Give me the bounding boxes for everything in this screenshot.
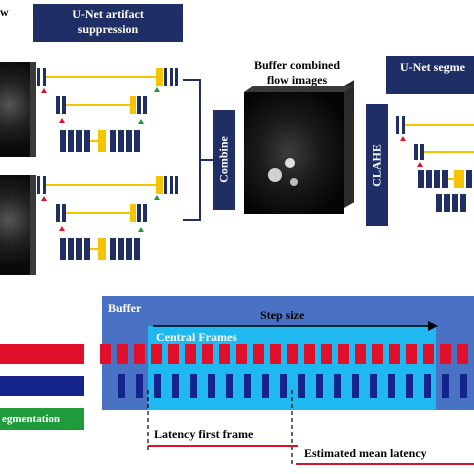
- blue-frame: [370, 374, 377, 398]
- blue-frame: [154, 374, 161, 398]
- combine-block: [213, 110, 235, 210]
- combined-flow-image: [244, 92, 344, 214]
- legend-blue-bar: [0, 376, 84, 396]
- blue-frame: [424, 374, 431, 398]
- legend-red-bar: [0, 344, 84, 364]
- red-frame: [185, 344, 196, 364]
- step-size-label: Step size: [260, 308, 305, 322]
- red-frame: [372, 344, 383, 364]
- red-frame: [219, 344, 230, 364]
- estimated-mean-latency-label: Estimated mean latency: [304, 446, 427, 460]
- blue-frame: [442, 374, 449, 398]
- vessel-highlight: [268, 168, 282, 182]
- blue-frame-row: [118, 374, 467, 398]
- blue-frame: [352, 374, 359, 398]
- unet-artifact-bottom: [37, 176, 178, 260]
- blue-frame: [280, 374, 287, 398]
- unet-artifact-top: [37, 68, 178, 152]
- red-frame: [338, 344, 349, 364]
- legend-green-bar: [0, 408, 84, 430]
- latency-first-frame-label: Latency first frame: [154, 427, 254, 441]
- red-frame: [457, 344, 468, 364]
- blue-frame: [406, 374, 413, 398]
- blue-frame: [208, 374, 215, 398]
- blue-frame: [244, 374, 251, 398]
- blue-frame: [190, 374, 197, 398]
- red-frame: [236, 344, 247, 364]
- unet-segmentation: [396, 116, 474, 212]
- blue-frame: [118, 374, 125, 398]
- input-flow-image-bottom: [0, 175, 36, 275]
- blue-frame: [262, 374, 269, 398]
- combine-bracket: [183, 79, 201, 221]
- vessel-highlight: [285, 158, 295, 168]
- red-frame: [168, 344, 179, 364]
- blue-frame: [226, 374, 233, 398]
- red-frame: [440, 344, 451, 364]
- vessel-highlight: [290, 178, 298, 186]
- red-frame: [355, 344, 366, 364]
- blue-frame: [334, 374, 341, 398]
- segmentation-legend-label: egmentation: [2, 413, 61, 425]
- red-frame: [151, 344, 162, 364]
- red-frame: [202, 344, 213, 364]
- red-frame: [389, 344, 400, 364]
- red-frame: [321, 344, 332, 364]
- blue-frame: [460, 374, 467, 398]
- blue-frame: [172, 374, 179, 398]
- unet-segmentation-title: U-Net segme: [386, 56, 474, 94]
- red-frame: [423, 344, 434, 364]
- red-frame: [287, 344, 298, 364]
- cropped-title-fragment: w: [0, 5, 9, 19]
- central-frames-label: Central Frames: [156, 330, 237, 344]
- red-frame-row: [100, 344, 468, 364]
- blue-frame: [136, 374, 143, 398]
- red-frame: [253, 344, 264, 364]
- clahe-block: [366, 104, 388, 226]
- blue-frame: [298, 374, 305, 398]
- blue-frame: [388, 374, 395, 398]
- red-frame: [117, 344, 128, 364]
- red-frame: [134, 344, 145, 364]
- red-frame: [100, 344, 111, 364]
- red-frame: [270, 344, 281, 364]
- input-flow-image-top: [0, 62, 36, 157]
- blue-frame: [316, 374, 323, 398]
- unet-artifact-title: U-Net artifact suppression: [33, 4, 183, 42]
- red-frame: [406, 344, 417, 364]
- buffer-label: Buffer: [108, 301, 142, 315]
- buffer-combined-title: Buffer combined flow images: [253, 58, 341, 87]
- red-frame: [304, 344, 315, 364]
